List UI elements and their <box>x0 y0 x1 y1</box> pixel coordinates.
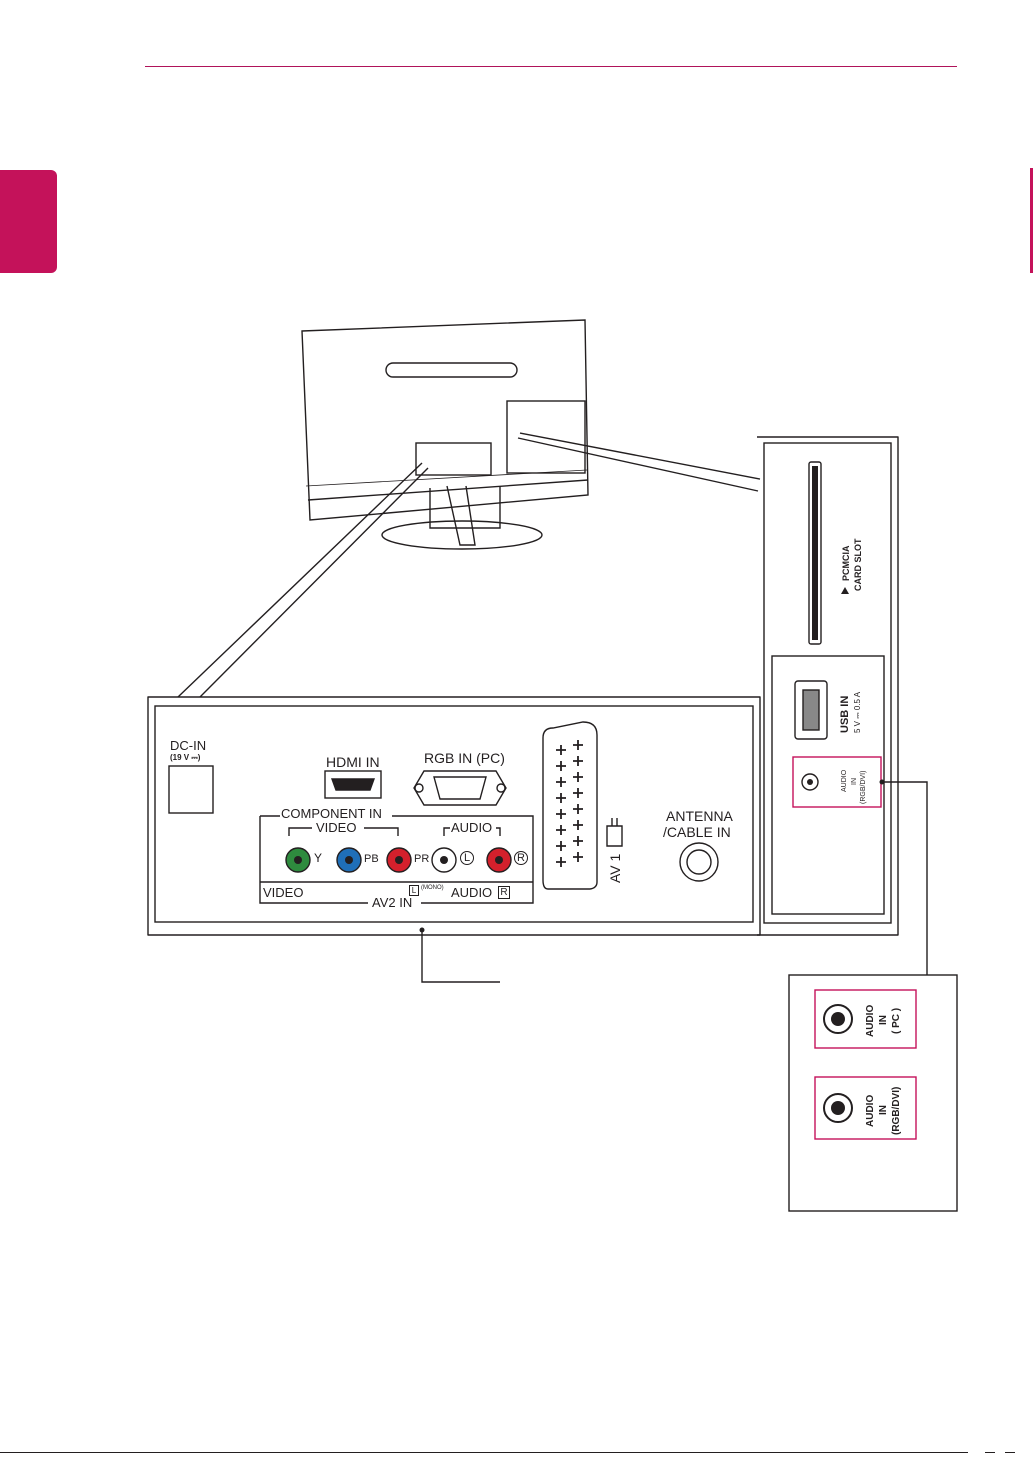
hdmi-in-label: HDMI IN <box>326 754 380 770</box>
dc-in-label: DC-IN <box>170 738 206 753</box>
pcmcia-label-line1: PCMCIA <box>841 546 851 582</box>
antenna-label-line1: ANTENNA <box>666 808 733 824</box>
inset-audio-rgb-line1: AUDIO <box>865 1095 876 1127</box>
tv-back-icon <box>302 320 588 549</box>
rgb-in-label: RGB IN (PC) <box>424 750 505 766</box>
inset-audio-pc-line1: AUDIO <box>865 1005 876 1037</box>
scart-icon <box>543 722 597 889</box>
usb-rating-label: 5 V ⎓ 0.5 A <box>853 692 863 733</box>
av2-mono-label: (MONO) <box>421 885 444 891</box>
av2-in-label: AV2 IN <box>372 895 412 910</box>
pcmcia-label-line2: CARD SLOT <box>853 539 863 592</box>
y-jack-label: Y <box>314 851 322 865</box>
dc-in-rating: (19 V ⎓) <box>170 753 200 763</box>
component-video-label: VIDEO <box>316 820 356 835</box>
av2-video-label: VIDEO <box>263 885 303 900</box>
av2-mono-l: L <box>409 885 419 896</box>
audio-r-label: R <box>514 851 528 865</box>
audio-l-label: L <box>460 851 474 865</box>
antenna-jack-icon <box>680 843 718 881</box>
side-audio-line3: (RGB/DVI) <box>860 771 867 804</box>
av1-label: AV 1 <box>607 854 623 883</box>
pr-jack-label: PR <box>414 853 429 865</box>
inset-audio-rgb-line3: (RGB/DVI) <box>891 1087 902 1135</box>
inset-audio-pc-line3: ( PC ) <box>891 1008 902 1034</box>
inset-audio-rgb-line2: IN <box>878 1105 889 1115</box>
side-audio-line2: IN <box>851 778 858 785</box>
av2-r-label: R <box>498 886 510 899</box>
usb-in-label: USB IN <box>839 696 851 733</box>
inset-audio-pc-line2: IN <box>878 1015 889 1025</box>
av2-audio-label: AUDIO <box>451 885 492 900</box>
component-audio-label: AUDIO <box>451 820 492 835</box>
side-audio-line1: AUDIO <box>841 770 848 792</box>
pb-jack-label: PB <box>364 853 379 865</box>
antenna-label-line2: /CABLE IN <box>663 824 731 840</box>
component-in-label: COMPONENT IN <box>281 806 382 821</box>
